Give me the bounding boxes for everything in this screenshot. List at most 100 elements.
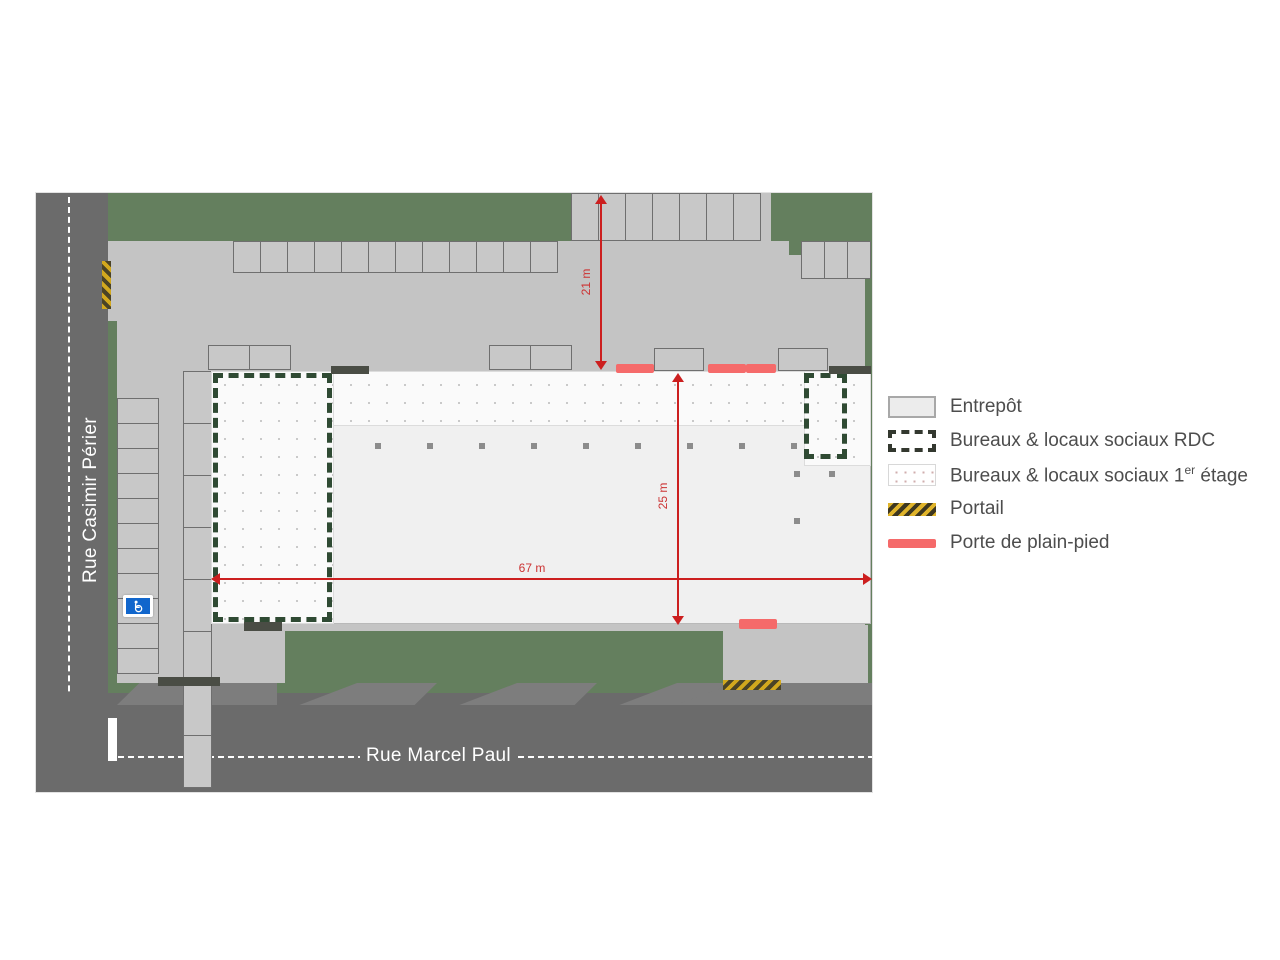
parking-stall[interactable] xyxy=(449,241,477,273)
parking-stall[interactable] xyxy=(260,241,288,273)
parking-col-west-inner xyxy=(183,371,212,788)
structural-column xyxy=(829,471,835,477)
legend-label-entrepot: Entrepôt xyxy=(950,396,1022,417)
parking-row-north xyxy=(233,241,558,273)
parking-row-above-warehouse-left xyxy=(208,345,291,370)
legend-item-rdc: Bureaux & locaux sociaux RDC xyxy=(888,424,1278,458)
bureaux-1er-etage-west-block xyxy=(211,371,334,624)
parking-stall[interactable] xyxy=(679,193,707,241)
parking-stall[interactable] xyxy=(183,371,212,424)
structural-column xyxy=(375,443,381,449)
parking-stall[interactable] xyxy=(733,193,761,241)
structural-column xyxy=(794,518,800,524)
legend-label-etage-suffix: étage xyxy=(1195,465,1248,487)
parking-stall[interactable] xyxy=(183,475,212,528)
parking-stall[interactable] xyxy=(287,241,315,273)
dim-67m-label: 67 m xyxy=(518,561,546,575)
parking-stall[interactable] xyxy=(183,527,212,580)
parking-stall[interactable] xyxy=(117,423,159,449)
entrepot-swatch-icon xyxy=(888,396,936,418)
dim-25m-label: 25 m xyxy=(656,482,670,510)
loading-dock xyxy=(158,677,220,686)
accessible-parking-badge xyxy=(123,595,153,617)
dim-25m-arrow-bottom xyxy=(672,616,684,625)
parking-stall[interactable] xyxy=(530,241,558,273)
portail-south-east xyxy=(723,680,781,690)
bureaux-rdc-east xyxy=(804,373,847,459)
parking-stall[interactable] xyxy=(503,241,531,273)
casimir-centerline xyxy=(68,197,70,791)
parking-stall[interactable] xyxy=(117,473,159,499)
parking-stall[interactable] xyxy=(183,683,212,736)
parking-stall[interactable] xyxy=(847,241,871,279)
structural-column xyxy=(794,471,800,477)
parking-stall[interactable] xyxy=(395,241,423,273)
parking-stall[interactable] xyxy=(183,579,212,632)
structural-column xyxy=(687,443,693,449)
legend-item-porte: Porte de plain-pied xyxy=(888,526,1278,560)
legend-item-etage: Bureaux & locaux sociaux 1er étage xyxy=(888,458,1278,492)
legend-label-etage: Bureaux & locaux sociaux 1er étage xyxy=(950,463,1248,487)
street-label-marcel-paul: Rue Marcel Paul xyxy=(360,745,517,766)
site-plan: 21 m 25 m 67 m Rue Casimir Périer Rue Ma… xyxy=(35,192,873,793)
parking-stall[interactable] xyxy=(117,523,159,549)
parking-stall[interactable] xyxy=(476,241,504,273)
parking-stall[interactable] xyxy=(530,345,572,370)
grass-south-block xyxy=(283,631,723,683)
parking-row-above-warehouse-mid xyxy=(489,345,572,370)
parking-stall[interactable] xyxy=(341,241,369,273)
structural-column xyxy=(739,443,745,449)
parking-stall-above-warehouse-rightmid[interactable] xyxy=(654,348,704,371)
parking-stall[interactable] xyxy=(183,631,212,684)
parking-stall[interactable] xyxy=(625,193,653,241)
parking-stall[interactable] xyxy=(706,193,734,241)
parking-stall[interactable] xyxy=(117,623,159,649)
structural-column xyxy=(479,443,485,449)
dim-21m-arrow-bottom xyxy=(595,361,607,370)
parking-row-north-east-top xyxy=(571,193,761,241)
loading-dock xyxy=(829,366,871,374)
structural-column xyxy=(635,443,641,449)
dim-21m-arrow-top xyxy=(595,195,607,204)
parking-stall[interactable] xyxy=(117,398,159,424)
dim-25m-arrow-top xyxy=(672,373,684,382)
bureaux-rdc-swatch-icon xyxy=(888,430,936,452)
parking-stall[interactable] xyxy=(117,448,159,474)
parking-stall[interactable] xyxy=(652,193,680,241)
parking-stall[interactable] xyxy=(368,241,396,273)
loading-dock xyxy=(244,622,282,631)
wheelchair-icon xyxy=(126,598,150,614)
forecourt-southeast xyxy=(723,625,868,683)
legend: Entrepôt Bureaux & locaux sociaux RDC Bu… xyxy=(888,390,1278,560)
portail-north-west xyxy=(102,261,111,309)
street-label-marcel-paul-wrap: Rue Marcel Paul xyxy=(360,745,517,767)
legend-label-portail: Portail xyxy=(950,498,1004,519)
structural-column xyxy=(791,443,797,449)
parking-stall[interactable] xyxy=(233,241,261,273)
street-label-casimir-perier: Rue Casimir Périer xyxy=(80,417,101,583)
dim-21m-line xyxy=(600,203,602,363)
dim-67m-line xyxy=(219,578,869,580)
parking-stall[interactable] xyxy=(824,241,848,279)
marcel-paul-upper-asphalt xyxy=(108,705,872,725)
dim-67m-arrow-left xyxy=(211,573,220,585)
porte-plain-pied xyxy=(616,364,654,373)
parking-stall[interactable] xyxy=(208,345,250,370)
structural-column xyxy=(427,443,433,449)
parking-stall[interactable] xyxy=(489,345,531,370)
loading-dock xyxy=(331,366,369,374)
parking-stall[interactable] xyxy=(117,648,159,674)
parking-stall[interactable] xyxy=(183,423,212,476)
parking-stall[interactable] xyxy=(422,241,450,273)
parking-stall[interactable] xyxy=(117,498,159,524)
parking-stall[interactable] xyxy=(314,241,342,273)
parking-stall-above-warehouse-right[interactable] xyxy=(778,348,828,371)
curb-marker-white xyxy=(108,718,117,761)
parking-stall[interactable] xyxy=(117,548,159,574)
parking-stall[interactable] xyxy=(117,573,159,599)
porte-plain-pied xyxy=(746,364,776,373)
parking-stall[interactable] xyxy=(183,735,212,788)
parking-stall[interactable] xyxy=(249,345,291,370)
parking-stall[interactable] xyxy=(801,241,825,279)
